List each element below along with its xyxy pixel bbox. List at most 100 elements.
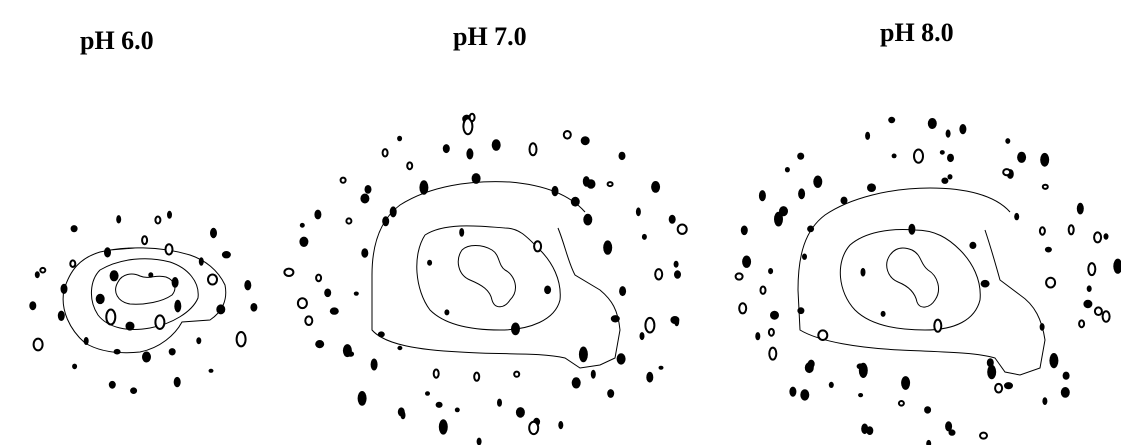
ph-8-spot [1041,183,1049,190]
ph-8-spot [1038,226,1046,236]
ph-7-spot [641,233,647,240]
ph-8-spot [1076,202,1084,215]
ph-7-spot [419,180,429,195]
ph-7-spot [606,181,614,188]
ph-8-spot [865,131,871,140]
ph-8-spot [948,429,956,436]
ph-7-spot [674,317,680,327]
ph-8-spot [1051,355,1057,360]
ph-6-spot [104,247,111,258]
ph-8-spot [913,148,924,164]
ph-6-spot [69,259,77,269]
ph-8-spot [802,253,807,260]
ph-6-spot [113,348,121,355]
ph-7-spot [454,407,460,413]
ph-7-spot [497,398,502,407]
ph-8-spot [1078,319,1086,329]
ph-7-spot [329,307,339,315]
ph-7-label: pH 7.0 [453,22,527,51]
ph-8-spot [947,174,953,180]
ph-8-spot [767,327,775,337]
ph-8-spot [891,153,897,159]
ph-8-spot [858,393,864,398]
ph-8-spot [1062,371,1070,380]
ph-7-spot [607,389,615,398]
ph-7-outer-contour [371,181,621,369]
ph-7-spot [389,206,397,218]
ph-8-spot [1093,306,1103,317]
ph-8-spot [1044,246,1052,253]
ph-6-spot [154,215,162,225]
ph-7-spot [558,421,564,430]
ph-6-spot [60,283,68,294]
ph-7-spot [364,185,372,194]
ph-8-spot [1060,387,1070,398]
ph-8-spot [945,129,951,138]
ph-8-spot [798,188,806,200]
ph-8-spot [939,150,945,155]
ph-7-spot [651,181,661,193]
ph-7-spot [459,228,465,237]
ph-7-spot [397,345,403,351]
ph-8-spot [908,223,916,235]
ph-6-spot [34,271,40,279]
ph-6-spot [116,215,122,224]
ph-8-spot [1045,276,1057,289]
ph-7-spot [339,176,347,184]
ph-6-spot [173,376,181,388]
ph-7-spot [438,419,448,435]
ph-8-spot [1042,397,1048,405]
ph-7-spot [673,260,679,268]
ph-7-spot [315,273,323,283]
ph-6-spot [198,257,204,266]
ph-8-spot [1087,262,1097,277]
ph-7-spot [353,291,359,296]
ph-7-spot [639,332,645,341]
ph-6-spot [141,235,149,246]
ph-7-spot [425,391,430,396]
ph-6-spot [72,363,78,370]
ph-8-spot [933,318,943,333]
ph-7-spot [603,240,613,255]
ph-6-spot [108,380,116,389]
ph-8-spot [947,153,954,163]
ph-7-spot [619,286,627,297]
ph-7-spot [377,331,385,338]
ph-7-spot [361,248,369,258]
ph-7-spot [357,391,367,406]
ph-7-spot [533,240,543,253]
ph-8-inner-contour [886,247,939,308]
ph-8-spot [927,118,937,129]
ph-6-spot [167,210,172,219]
ph-8-spot [807,359,815,369]
ph-8-spot [1017,151,1027,163]
ph-6-spot [207,273,218,286]
ph-8-spot [813,175,823,188]
ph-8-spot [784,167,790,173]
ph-6-inner-contour [115,273,176,305]
ph-8-spot [867,183,876,192]
ph-7-spot [578,346,588,363]
ph-8-spot [759,285,767,295]
ph-7-middle-contour [416,225,561,331]
ph-8-spot [742,255,752,268]
ph-6-spot [70,225,78,233]
ph-6-spot [221,251,231,259]
ph-7-spot [515,407,525,418]
ph-7-spot [324,288,332,298]
ph-6-spot [142,351,151,363]
ph-7-spot [466,148,474,160]
ph-6-outer-contour [62,247,227,354]
ph-8-spot [1014,212,1020,221]
ph-7-spot [646,371,654,383]
ph-8-spot [926,439,932,445]
ph-7-spot [610,315,620,323]
ph-7-spot [314,209,322,220]
ph-7-spot [382,216,390,227]
ph-7-spot [435,401,443,408]
ph-7-spot [381,148,389,158]
ph-8-spot [1086,285,1092,293]
ph-7-spot [570,196,580,207]
ph-8-spot [860,267,866,277]
ph-6-spot [216,304,226,315]
